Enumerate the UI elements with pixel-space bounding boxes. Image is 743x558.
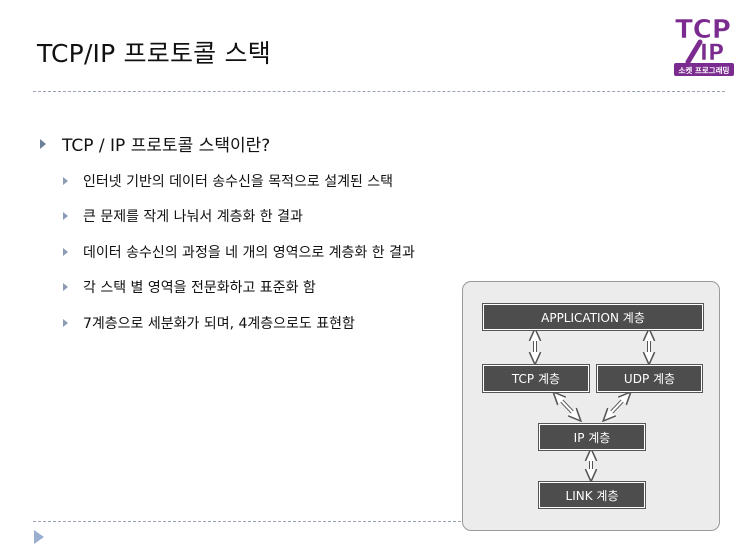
tcp-layer-box: TCP 계층 [482,364,590,393]
list-item: 인터넷 기반의 데이터 송수신을 목적으로 설계된 스택 [63,172,415,190]
slide-title: TCP/IP 프로토콜 스택 [37,39,271,68]
list-item-text: 큰 문제를 작게 나눠서 계층화 한 결과 [83,209,303,225]
tcp-ip-logo: TCP IP 소켓 프로그래밍 [674,15,734,76]
protocol-stack-diagram: APPLICATION 계층 TCP 계층 UDP 계층 IP 계층 LINK … [462,281,720,531]
sub-bullet-list: 인터넷 기반의 데이터 송수신을 목적으로 설계된 스택 큰 문제를 작게 나눠… [63,172,415,350]
bottom-divider [33,521,461,522]
top-divider [33,91,725,92]
list-item: 데이터 송수신의 과정을 네 개의 영역으로 계층화 한 결과 [63,243,415,261]
logo-text-subtitle: 소켓 프로그래밍 [679,65,730,75]
application-layer-box: APPLICATION 계층 [482,303,704,331]
logo-text-tcp: TCP [675,15,731,45]
logo-banner [674,63,734,76]
link-layer-box: LINK 계층 [538,481,646,509]
ip-layer-box: IP 계층 [538,423,646,451]
list-item-text: 인터넷 기반의 데이터 송수신을 목적으로 설계된 스택 [83,173,394,190]
bullet-triangle-icon [63,212,68,220]
slide-nav-arrow-icon [34,530,44,544]
list-item: 7계층으로 세분화가 되며, 4계층으로도 표현함 [63,314,415,332]
list-item-text: 7계층으로 세분화가 되며, 4계층으로도 표현함 [83,315,355,332]
arrow-tcp-ip-inner [557,396,577,417]
bullet-triangle-icon [63,176,68,185]
main-bullet: TCP / IP 프로토콜 스택이란? [40,131,270,156]
main-bullet-text: TCP / IP 프로토콜 스택이란? [62,136,271,156]
list-item: 각 스택 별 영역을 전문화하고 표준화 함 [63,279,415,296]
diagram-arrows [463,282,719,530]
list-item-text: 데이터 송수신의 과정을 네 개의 영역으로 계층화 한 결과 [83,244,415,261]
list-item-text: 각 스택 별 영역을 전문화하고 표준화 함 [83,280,316,296]
bullet-triangle-icon [63,283,68,291]
logo-slash [685,39,703,65]
bullet-triangle-icon [63,247,68,256]
arrow-udp-ip-inner [607,396,627,417]
logo-text-ip: IP [700,41,724,66]
bullet-triangle-icon [63,318,68,327]
list-item: 큰 문제를 작게 나눠서 계층화 한 결과 [63,208,415,225]
bullet-triangle-icon [40,138,46,149]
udp-layer-box: UDP 계층 [596,364,703,393]
